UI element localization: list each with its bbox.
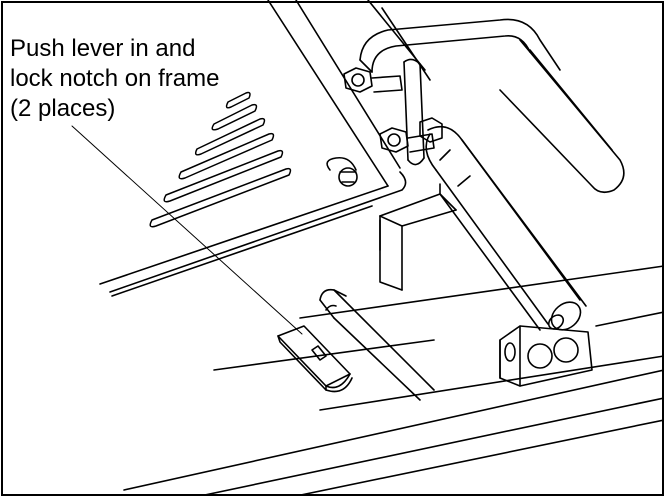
bracket-upper [359, 18, 625, 194]
callout-text: Push lever in and lock notch on frame (2… [10, 34, 219, 124]
lock-notch-clip [277, 325, 353, 393]
callout-leader-line [71, 125, 303, 335]
roller-end-bracket [499, 325, 593, 387]
callout-line-1: Push lever in and [10, 35, 196, 62]
vent-slots [149, 91, 292, 228]
rear-roller [425, 125, 587, 331]
bolt-nuts [343, 67, 443, 153]
lock-lever [319, 288, 435, 401]
frame-rails [123, 183, 664, 496]
deck-plate [99, 0, 431, 297]
callout-line-2: lock notch on frame [10, 65, 220, 92]
callout-line-3: (2 places) [10, 95, 116, 122]
